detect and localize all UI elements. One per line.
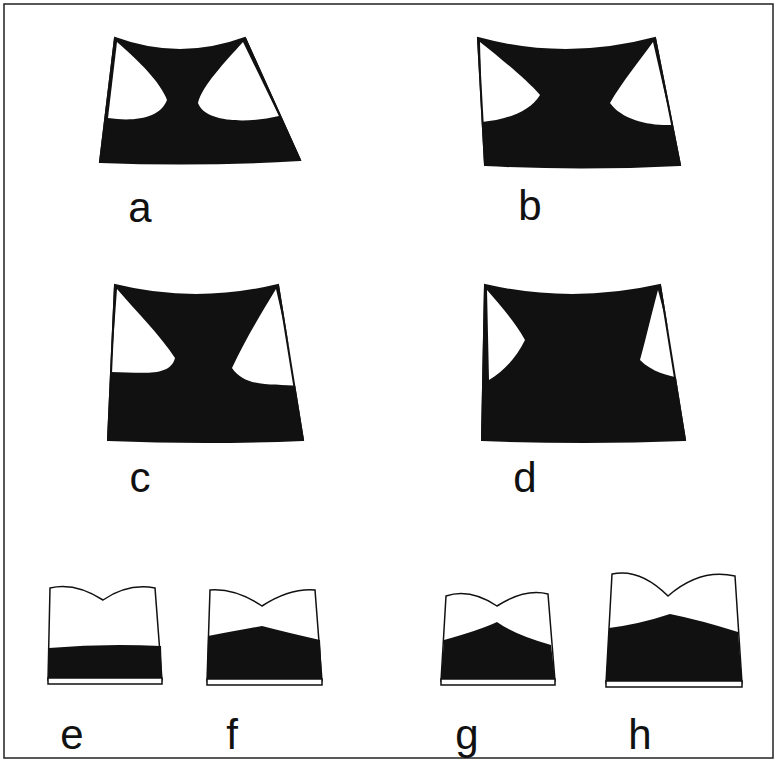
tooth-crown-h [606,573,742,687]
figure-letter: h [628,714,651,756]
tooth-section-b [478,38,680,168]
tooth-crown-f [207,590,322,685]
figure-letter: e [60,714,83,756]
tooth-crown-g [441,593,555,686]
figure-letter: g [455,714,478,756]
tooth-section-c [108,285,303,442]
figure-letter: d [513,457,536,499]
tooth-crown-e [48,587,162,685]
figure-frame [4,4,773,758]
figure-letter: f [226,714,238,756]
figure-letter: a [128,187,151,229]
tooth-section-a [100,38,300,164]
figure-letter: b [518,185,541,227]
tooth-section-d [482,285,685,442]
figure-letter: c [130,457,151,499]
